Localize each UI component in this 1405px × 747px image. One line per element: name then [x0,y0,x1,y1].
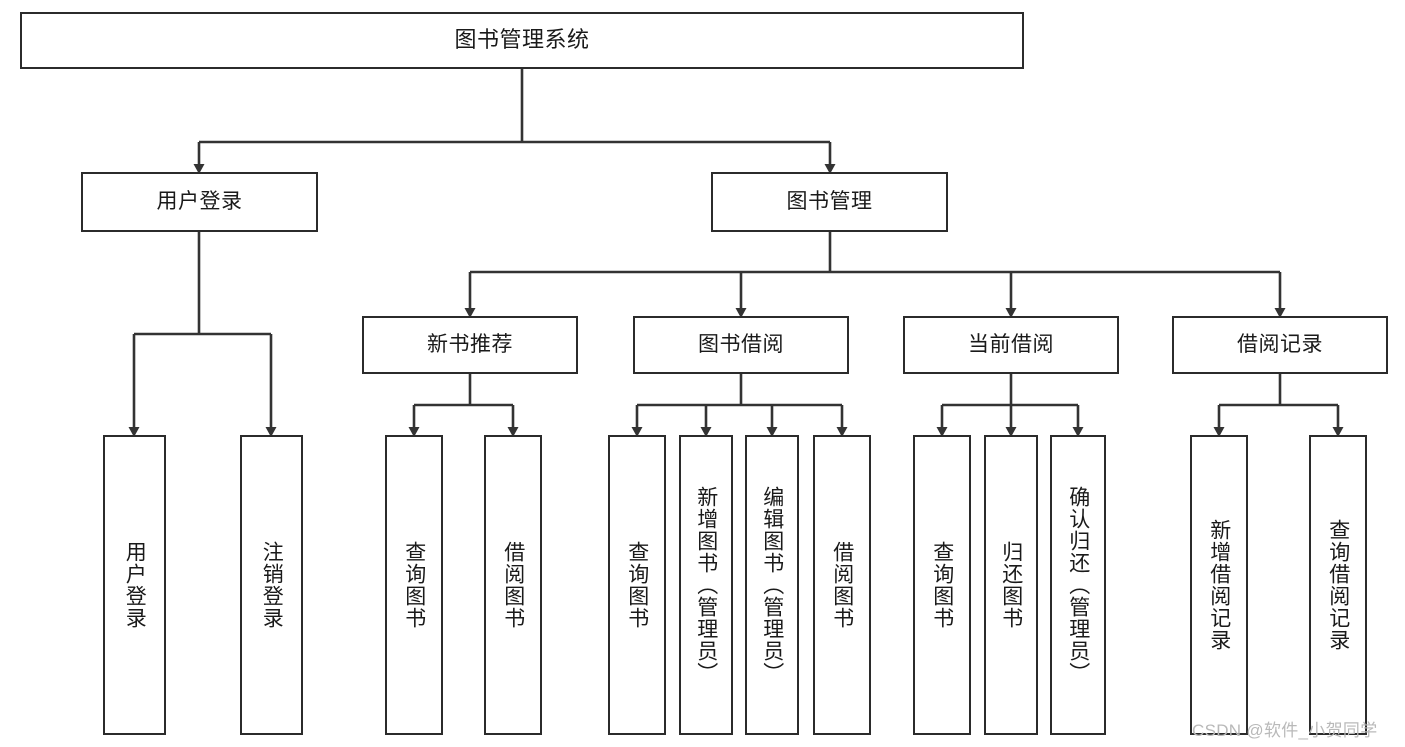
node-borrow-record-label: 借阅记录 [1237,333,1323,357]
node-leaf-rec-search-label: 查询借阅记录 [1326,519,1350,651]
node-leaf-cur-return[interactable]: 归还图书 [984,435,1038,735]
node-book-manage[interactable]: 图书管理 [711,172,948,232]
node-leaf-cur-return-label: 归还图书 [999,541,1023,629]
node-current-borrow-label: 当前借阅 [968,333,1054,357]
node-leaf-rec-add[interactable]: 新增借阅记录 [1190,435,1248,735]
node-leaf-cur-confirm[interactable]: 确认归还（管理员） [1050,435,1106,735]
node-book-borrow-label: 图书借阅 [698,333,784,357]
node-leaf-borrow-query-label: 查询图书 [625,541,649,629]
node-leaf-user-logout[interactable]: 注销登录 [240,435,303,735]
node-book-borrow[interactable]: 图书借阅 [633,316,849,374]
node-leaf-cur-query-label: 查询图书 [930,541,954,629]
node-leaf-borrow-add-label: 新增图书（管理员） [694,486,718,684]
node-leaf-rec-query-label: 查询图书 [402,541,426,629]
node-leaf-rec-query[interactable]: 查询图书 [385,435,443,735]
node-leaf-rec-add-label: 新增借阅记录 [1207,519,1231,651]
node-leaf-user-logout-label: 注销登录 [260,541,284,629]
node-new-book-rec[interactable]: 新书推荐 [362,316,578,374]
node-leaf-rec-borrow[interactable]: 借阅图书 [484,435,542,735]
node-leaf-borrow-edit[interactable]: 编辑图书（管理员） [745,435,799,735]
node-leaf-cur-confirm-label: 确认归还（管理员） [1066,486,1090,684]
node-user-login-label: 用户登录 [156,190,243,214]
node-user-login[interactable]: 用户登录 [81,172,318,232]
node-borrow-record[interactable]: 借阅记录 [1172,316,1388,374]
node-leaf-cur-query[interactable]: 查询图书 [913,435,971,735]
node-book-manage-label: 图书管理 [786,190,873,214]
node-leaf-borrow-do-label: 借阅图书 [830,541,854,629]
node-leaf-rec-borrow-label: 借阅图书 [501,541,525,629]
node-leaf-user-login-label: 用户登录 [123,541,147,629]
node-leaf-user-login[interactable]: 用户登录 [103,435,166,735]
node-leaf-borrow-add[interactable]: 新增图书（管理员） [679,435,733,735]
node-leaf-borrow-edit-label: 编辑图书（管理员） [760,486,784,684]
node-root-label: 图书管理系统 [454,27,590,53]
node-leaf-borrow-do[interactable]: 借阅图书 [813,435,871,735]
node-leaf-rec-search[interactable]: 查询借阅记录 [1309,435,1367,735]
watermark-text: CSDN @软件_小贺同学 [1192,721,1378,740]
node-leaf-borrow-query[interactable]: 查询图书 [608,435,666,735]
node-current-borrow[interactable]: 当前借阅 [903,316,1119,374]
node-root[interactable]: 图书管理系统 [20,12,1024,69]
node-new-book-rec-label: 新书推荐 [427,333,513,357]
